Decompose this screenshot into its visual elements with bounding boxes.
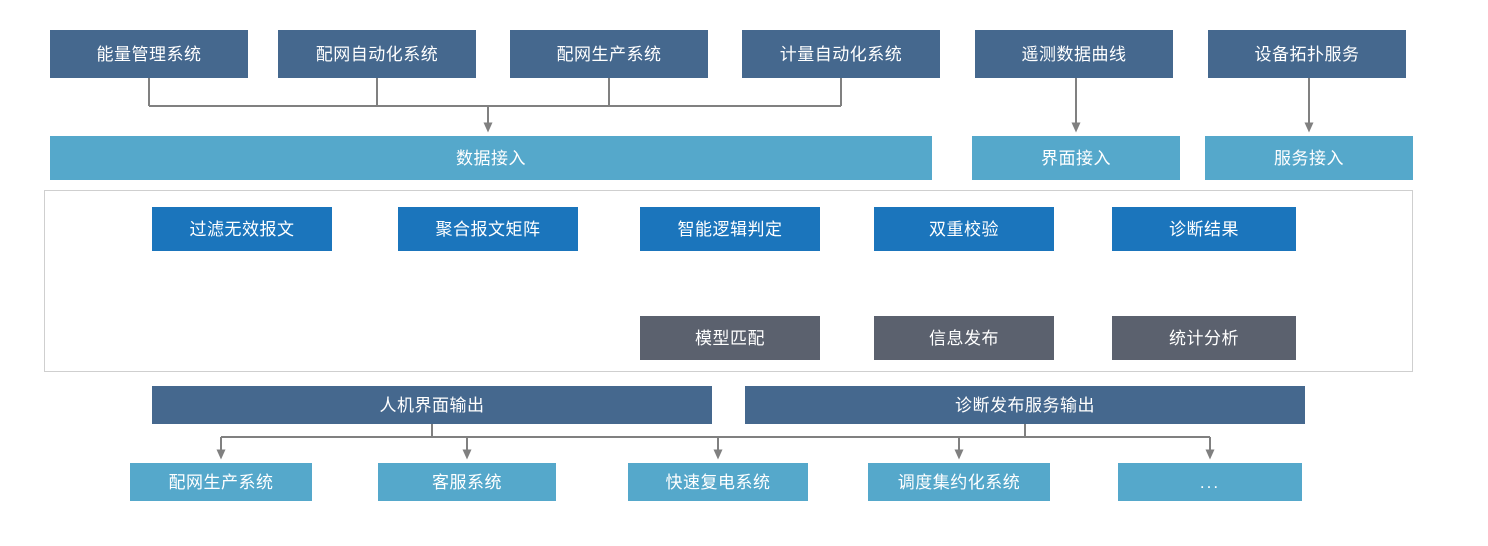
connector-outputs-to-consumers — [216, 424, 1215, 460]
source-node-energy-management[interactable]: 能量管理系统 — [50, 30, 248, 78]
source-node-distribution-production[interactable]: 配网生产系统 — [510, 30, 708, 78]
node-label: 调度集约化系统 — [897, 472, 1021, 492]
node-label: 信息发布 — [929, 328, 999, 348]
node-label: 界面接入 — [1041, 148, 1111, 168]
node-label: 快速复电系统 — [665, 472, 771, 492]
function-node-statistical-analysis[interactable]: 统计分析 — [1112, 316, 1296, 360]
node-label: 遥测数据曲线 — [1021, 44, 1127, 64]
node-label: 配网生产系统 — [168, 472, 274, 492]
consumer-node-customer-service[interactable]: 客服系统 — [378, 463, 556, 501]
consumer-node-distribution-production[interactable]: 配网生产系统 — [130, 463, 312, 501]
node-label: 设备拓扑服务 — [1254, 44, 1360, 64]
consumer-node-rapid-power-restoration[interactable]: 快速复电系统 — [628, 463, 808, 501]
source-node-metering-automation[interactable]: 计量自动化系统 — [742, 30, 940, 78]
output-node-hmi-output[interactable]: 人机界面输出 — [152, 386, 712, 424]
access-node-ui-access[interactable]: 界面接入 — [972, 136, 1180, 180]
consumer-node-dispatch-intensive[interactable]: 调度集约化系统 — [868, 463, 1050, 501]
node-label: 人机界面输出 — [379, 395, 485, 415]
node-label: 客服系统 — [432, 472, 502, 492]
node-label: 诊断发布服务输出 — [955, 395, 1095, 415]
node-label: 统计分析 — [1169, 328, 1239, 348]
access-node-data-access[interactable]: 数据接入 — [50, 136, 932, 180]
consumer-node-more[interactable]: ... — [1118, 463, 1302, 501]
node-label: 能量管理系统 — [96, 44, 202, 64]
node-label: ... — [1199, 472, 1221, 492]
access-node-service-access[interactable]: 服务接入 — [1205, 136, 1413, 180]
source-node-distribution-automation[interactable]: 配网自动化系统 — [278, 30, 476, 78]
pipeline-node-intelligent-logic-decision[interactable]: 智能逻辑判定 — [640, 207, 820, 251]
node-label: 服务接入 — [1274, 148, 1344, 168]
node-label: 数据接入 — [456, 148, 526, 168]
node-label: 过滤无效报文 — [189, 219, 295, 239]
function-node-model-matching[interactable]: 模型匹配 — [640, 316, 820, 360]
connector-sources-to-data-access — [148, 78, 842, 133]
pipeline-node-aggregate-message-matrix[interactable]: 聚合报文矩阵 — [398, 207, 578, 251]
node-label: 聚合报文矩阵 — [435, 219, 541, 239]
pipeline-node-filter-invalid-messages[interactable]: 过滤无效报文 — [152, 207, 332, 251]
node-label: 模型匹配 — [695, 328, 765, 348]
source-node-telemetry-curve[interactable]: 遥测数据曲线 — [975, 30, 1173, 78]
node-label: 配网自动化系统 — [315, 44, 439, 64]
node-label: 配网生产系统 — [556, 44, 662, 64]
node-label: 智能逻辑判定 — [677, 219, 783, 239]
pipeline-node-diagnosis-result[interactable]: 诊断结果 — [1112, 207, 1296, 251]
node-label: 双重校验 — [929, 219, 999, 239]
pipeline-node-dual-verification[interactable]: 双重校验 — [874, 207, 1054, 251]
source-node-device-topology-service[interactable]: 设备拓扑服务 — [1208, 30, 1406, 78]
node-label: 诊断结果 — [1169, 219, 1239, 239]
node-label: 计量自动化系统 — [779, 44, 903, 64]
output-node-diagnosis-publish-service-output[interactable]: 诊断发布服务输出 — [745, 386, 1305, 424]
function-node-information-publishing[interactable]: 信息发布 — [874, 316, 1054, 360]
